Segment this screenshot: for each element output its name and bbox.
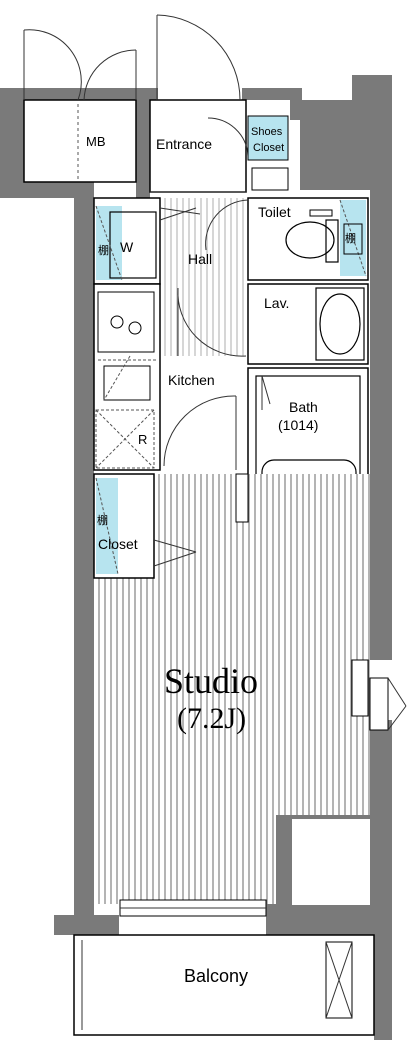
toilet-label: Toilet bbox=[258, 204, 291, 220]
kitchen-label: Kitchen bbox=[168, 372, 215, 388]
mb-label: MB bbox=[86, 134, 106, 149]
closet-shelf-label: 棚 bbox=[97, 513, 108, 527]
kitchen-area: Kitchen R bbox=[93, 283, 237, 471]
bath-label: Bath bbox=[289, 399, 318, 415]
studio-room: Studio (7.2J) bbox=[94, 473, 407, 917]
wash-area: 棚 W bbox=[93, 197, 201, 285]
lavatory-room: Lav. bbox=[177, 283, 369, 365]
entrance-label: Entrance bbox=[156, 136, 212, 152]
closet-area: 棚 Closet bbox=[93, 473, 197, 579]
entrance-room: Entrance bbox=[149, 14, 249, 193]
toilet-room: Toilet 棚 bbox=[205, 197, 369, 281]
studio-size-label: (7.2J) bbox=[177, 702, 246, 735]
mb-room: MB bbox=[23, 29, 137, 183]
balcony-label: Balcony bbox=[184, 966, 248, 986]
studio-label: Studio bbox=[164, 661, 258, 701]
bath-size-label: (1014) bbox=[278, 417, 318, 433]
shoes-closet-label-1: Shoes bbox=[251, 126, 283, 138]
wash-shelf-label: 棚 bbox=[98, 243, 109, 257]
hall-area: Hall bbox=[160, 198, 248, 356]
shoes-closet-label-2: Closet bbox=[253, 142, 284, 154]
refrigerator-label: R bbox=[138, 432, 147, 447]
toilet-shelf-label: 棚 bbox=[345, 231, 356, 245]
hall-label: Hall bbox=[188, 251, 212, 267]
closet-label: Closet bbox=[98, 536, 138, 552]
wash-label: W bbox=[120, 239, 134, 255]
shoes-closet: Shoes Closet bbox=[247, 115, 289, 191]
balcony-area: Balcony bbox=[73, 934, 375, 1036]
lav-label: Lav. bbox=[264, 295, 289, 311]
